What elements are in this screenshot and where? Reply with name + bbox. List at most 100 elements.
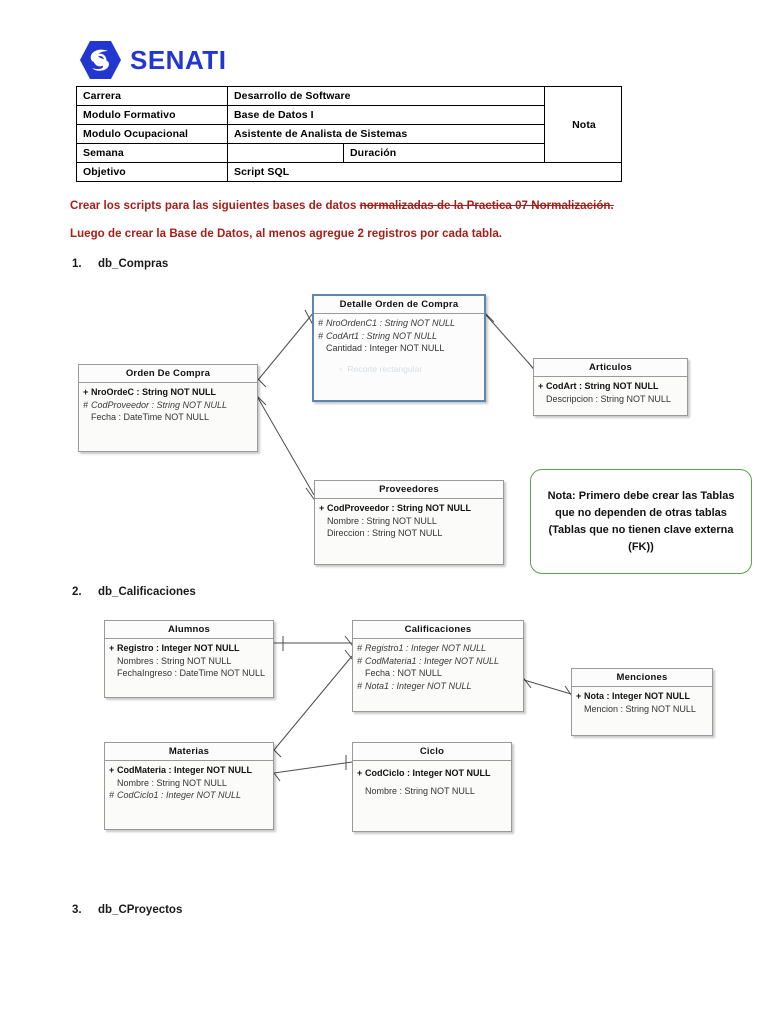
- list-item-number: 1.: [72, 258, 82, 270]
- uml-attr: Direccion : String NOT NULL: [319, 527, 500, 540]
- attr-text: CodCiclo1 : Integer NOT NULL: [117, 790, 242, 800]
- table-row: Modulo Formativo Base de Datos I: [76, 105, 622, 125]
- uml-attrs: +CodProveedor : String NOT NULL Nombre :…: [315, 499, 503, 543]
- course-header-table: Carrera Desarrollo de Software Nota Modu…: [76, 86, 622, 182]
- attr-symbol: #: [357, 680, 363, 691]
- uml-class-articulos[interactable]: Articulos +CodArt : String NOT NULL Desc…: [533, 358, 688, 416]
- uml-attr: +Nota : Integer NOT NULL: [576, 690, 709, 703]
- attr-text: CodProveedor : String NOT NULL: [91, 399, 228, 410]
- attr-text: CodMateria : Integer NOT NULL: [117, 765, 253, 775]
- attr-symbol: #: [357, 643, 363, 653]
- uml-attr: Nombre : String NOT NULL: [357, 782, 508, 800]
- uml-attr: #Registro1 : Integer NOT NULL: [357, 642, 520, 655]
- uml-class-proveedores[interactable]: Proveedores +CodProveedor : String NOT N…: [314, 480, 504, 565]
- attr-text: Nombre : String NOT NULL: [365, 786, 475, 796]
- attr-text: NroOrdenC1 : String NOT NULL: [326, 318, 456, 328]
- attr-symbol: #: [318, 318, 324, 328]
- cell-objetivo-value: Script SQL: [227, 162, 622, 182]
- cell-duracion-label: Duración: [343, 143, 545, 163]
- uml-attrs: +Nota : Integer NOT NULL Mencion : Strin…: [572, 687, 712, 718]
- uml-attrs: +CodMateria : Integer NOT NULL Nombre : …: [105, 761, 273, 805]
- uml-attr: +Registro : Integer NOT NULL: [109, 642, 270, 655]
- uml-class-materias[interactable]: Materias +CodMateria : Integer NOT NULL …: [104, 742, 274, 830]
- cell-semana-label: Semana: [76, 143, 228, 163]
- ghost-watermark-recorte-rectangular: ▫ Recorte rectangular: [336, 364, 422, 374]
- uml-attr: #CodArt1 : String NOT NULL: [318, 330, 481, 343]
- erd-db-compras: Orden De Compra +NroOrdeC : String NOT N…: [0, 280, 768, 580]
- uml-attr: Nombres : String NOT NULL: [109, 655, 270, 668]
- uml-attr: #CodProveedor : String NOT NULL: [83, 399, 254, 412]
- uml-attrs: +CodArt : String NOT NULL Descripcion : …: [534, 377, 687, 408]
- attr-symbol: +: [319, 503, 325, 513]
- attr-text: Mencion : String NOT NULL: [584, 703, 696, 714]
- cell-modulo-ocupacional-value: Asistente de Analista de Sistemas: [227, 124, 545, 144]
- attr-symbol: +: [576, 691, 582, 701]
- cell-nota-label: Nota: [544, 86, 622, 163]
- senati-logo-text: SENATI: [130, 45, 227, 75]
- uml-class-calificaciones[interactable]: Calificaciones #Registro1 : Integer NOT …: [352, 620, 524, 712]
- uml-attr: +CodCiclo : Integer NOT NULL: [357, 764, 508, 782]
- attr-text: CodProveedor : String NOT NULL: [327, 503, 471, 513]
- attr-text: Nota1 : Integer NOT NULL: [365, 680, 472, 691]
- list-item-number: 2.: [72, 586, 82, 598]
- attr-symbol: #: [83, 399, 89, 410]
- cell-modulo-ocupacional-label: Modulo Ocupacional: [76, 124, 228, 144]
- attr-symbol: +: [538, 381, 544, 391]
- uml-class-alumnos[interactable]: Alumnos +Registro : Integer NOT NULL Nom…: [104, 620, 274, 698]
- cell-objetivo-label: Objetivo: [76, 162, 228, 182]
- uml-class-menciones[interactable]: Menciones +Nota : Integer NOT NULL Menci…: [571, 668, 713, 736]
- note-callout-text: Nota: Primero debe crear las Tablas que …: [547, 489, 735, 553]
- uml-class-orden-de-compra[interactable]: Orden De Compra +NroOrdeC : String NOT N…: [78, 364, 258, 452]
- list-item-label: db_CProyectos: [98, 904, 183, 916]
- attr-text: Fecha : NOT NULL: [365, 668, 442, 678]
- table-row: Carrera Desarrollo de Software Nota: [76, 86, 622, 163]
- attr-text: Descripcion : String NOT NULL: [546, 393, 671, 404]
- uml-attr: Fecha : NOT NULL: [357, 667, 520, 680]
- list-item: 1. db_Compras: [72, 258, 168, 270]
- attr-text: Registro1 : Integer NOT NULL: [365, 643, 487, 653]
- attr-text: CodMateria1 : Integer NOT NULL: [365, 655, 500, 666]
- attr-text: Nota : Integer NOT NULL: [584, 691, 690, 701]
- attr-symbol: +: [109, 765, 115, 775]
- attr-text: FechaIngreso : DateTime NOT NULL: [117, 668, 266, 678]
- attr-text: CodCiclo : Integer NOT NULL: [365, 768, 491, 778]
- attr-text: CodArt : String NOT NULL: [546, 381, 659, 391]
- uml-title: Materias: [105, 743, 273, 761]
- note-callout: Nota: Primero debe crear las Tablas que …: [530, 469, 752, 574]
- table-row: Objetivo Script SQL: [76, 162, 622, 182]
- uml-title: Orden De Compra: [79, 365, 257, 383]
- uml-class-ciclo[interactable]: Ciclo +CodCiclo : Integer NOT NULL Nombr…: [352, 742, 512, 832]
- attr-text: Cantidad : Integer NOT NULL: [326, 343, 445, 353]
- attr-symbol: #: [318, 330, 324, 341]
- uml-attr: Mencion : String NOT NULL: [576, 703, 709, 716]
- attr-text: Fecha : DateTime NOT NULL: [91, 412, 210, 422]
- uml-attrs: #Registro1 : Integer NOT NULL #CodMateri…: [353, 639, 523, 695]
- attr-text: Nombre : String NOT NULL: [117, 777, 227, 788]
- instruction-line-1: Crear los scripts para las siguientes ba…: [70, 200, 614, 212]
- uml-title: Alumnos: [105, 621, 273, 639]
- attr-symbol: #: [357, 655, 363, 666]
- list-item-number: 3.: [72, 904, 82, 916]
- attr-text: CodArt1 : String NOT NULL: [326, 330, 438, 341]
- attr-symbol: #: [109, 790, 115, 800]
- uml-title: Ciclo: [353, 743, 511, 761]
- senati-logo: SENATI: [78, 38, 378, 82]
- uml-attrs: +NroOrdeC : String NOT NULL #CodProveedo…: [79, 383, 257, 427]
- attr-symbol: +: [357, 768, 363, 778]
- attr-symbol: +: [109, 643, 115, 653]
- list-item: 3. db_CProyectos: [72, 904, 182, 916]
- instruction-line-1-plain: Crear los scripts para las siguientes ba…: [70, 200, 360, 212]
- uml-attr: +CodProveedor : String NOT NULL: [319, 502, 500, 515]
- uml-attr: #Nota1 : Integer NOT NULL: [357, 680, 520, 693]
- table-row: Semana Duración: [76, 143, 622, 163]
- uml-attrs: #NroOrdenC1 : String NOT NULL #CodArt1 :…: [314, 314, 484, 358]
- uml-attr: Nombre : String NOT NULL: [319, 515, 500, 528]
- list-item-label: db_Compras: [98, 258, 169, 270]
- uml-title: Detalle Orden de Compra: [314, 296, 484, 314]
- list-item-label: db_Calificaciones: [98, 586, 196, 598]
- attr-text: NroOrdeC : String NOT NULL: [91, 387, 216, 397]
- uml-class-detalle-orden-de-compra[interactable]: Detalle Orden de Compra #NroOrdenC1 : St…: [312, 294, 486, 402]
- cell-semana-value: [227, 143, 344, 163]
- uml-attrs: +CodCiclo : Integer NOT NULL Nombre : St…: [353, 761, 511, 803]
- instruction-line-2: Luego de crear la Base de Datos, al meno…: [70, 228, 503, 240]
